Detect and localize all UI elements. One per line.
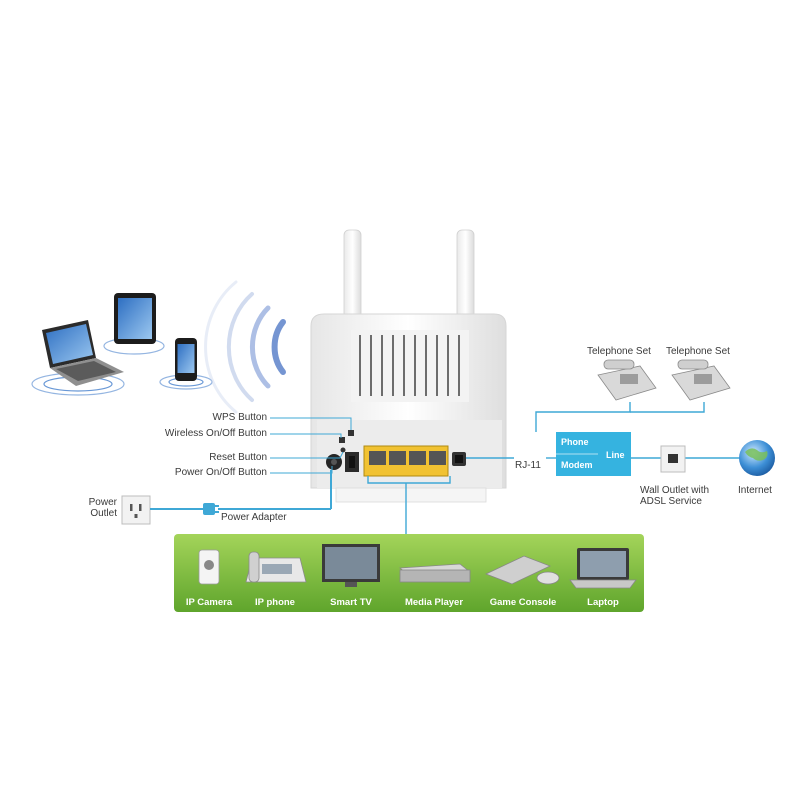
splitter-box [556,432,631,476]
game-console-icon [484,555,560,585]
telephone-set-label: Telephone Set [666,346,730,357]
laptop-icon [569,548,637,589]
wps-button-label: WPS Button [212,412,267,423]
ip-phone-icon [245,551,307,583]
wireless-laptop-icon [31,320,125,396]
internet-label: Internet [738,485,772,496]
reset-button-icon [340,447,346,453]
power-port-icon [326,454,342,470]
reset-button-label: Reset Button [209,452,267,463]
splitter-modem-label: Modem [561,460,593,470]
power-outlet-label: Power Outlet [88,497,117,519]
plug-icon [203,503,219,515]
media-player-icon [398,563,472,583]
wireless-tablet-icon [103,293,165,355]
laptop-label: Laptop [587,597,619,608]
ip-camera-label: IP Camera [185,597,233,608]
ip-phone-label: IP phone [255,597,295,608]
wifi-waves-icon [204,280,286,414]
power-outlet-icon [121,495,151,525]
wireless-smartphone-icon [159,338,213,390]
smart-tv-label: Smart TV [330,597,372,608]
power-adapter-label: Power Adapter [221,512,287,523]
lan-connector-lines [367,476,451,534]
rj11-port-icon [452,452,466,466]
splitter-line-label: Line [606,450,625,460]
telephone-icon [597,359,657,401]
wall-outlet-icon [660,445,686,473]
wireless-button-label: Wireless On/Off Button [164,428,267,439]
telephone-lines [535,402,744,459]
ip-camera-icon [198,549,220,585]
wps-button-icon [348,430,354,436]
rj11-label: RJ-11 [515,460,541,471]
telephone-set-label: Telephone Set [587,346,651,357]
lan-ports-icon [363,445,449,477]
power-adapter-cable [150,470,332,510]
power-button-label: Power On/Off Button [174,467,267,478]
smart-tv-icon [322,544,380,587]
splitter-phone-label: Phone [561,437,589,447]
media-player-label: Media Player [404,597,464,608]
wireless-toggle-icon [339,437,345,443]
power-switch-icon [345,452,359,472]
telephone-icon [671,359,731,401]
game-console-label: Game Console [489,597,557,608]
wall-outlet-label: Wall Outlet with ADSL Service [640,485,710,507]
internet-globe-icon [739,440,775,476]
